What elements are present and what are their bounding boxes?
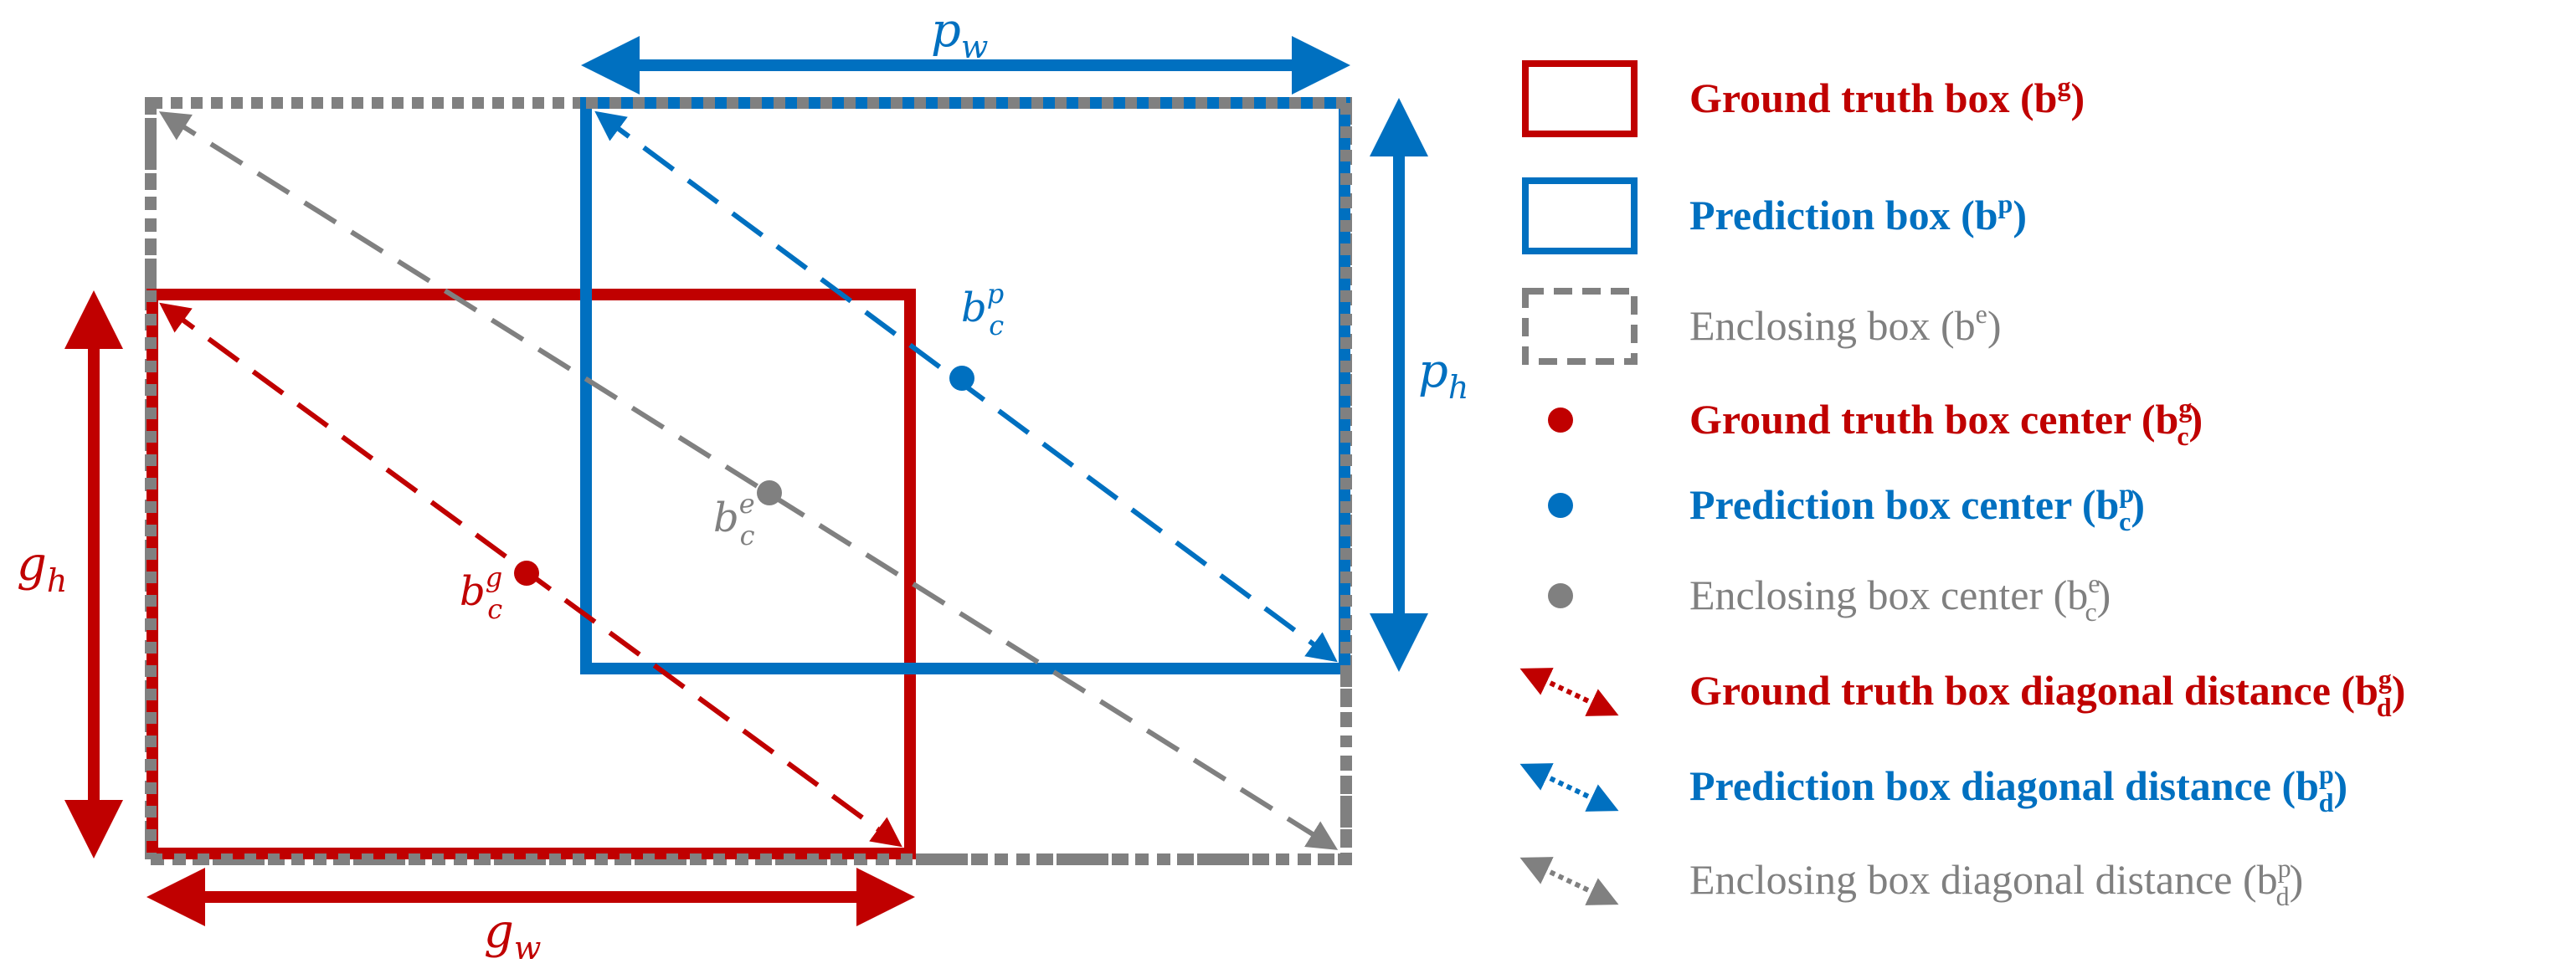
gw-label: gw xyxy=(484,905,541,966)
enclosing-center-icon xyxy=(1548,583,1573,608)
prediction-diagonal-arrow-icon xyxy=(1519,763,1619,812)
prediction-center-icon xyxy=(1548,493,1573,518)
enclosing-box-center xyxy=(757,480,782,505)
enclosing-diagonal-arrow-icon xyxy=(1519,857,1619,905)
legend-item: Prediction box (bp) xyxy=(1522,177,2027,254)
ground-truth-diagonal-arrow-icon xyxy=(1519,668,1619,716)
legend-label: Prediction box (bp) xyxy=(1689,188,2027,238)
gh-label: gh xyxy=(17,537,67,599)
legend-item: Ground truth box (bg) xyxy=(1522,60,2085,137)
enclosing-box-icon xyxy=(1522,288,1638,365)
ground-truth-box-center xyxy=(514,561,539,586)
prediction-box-center xyxy=(949,366,974,391)
legend-label: Enclosing box (be) xyxy=(1689,299,2002,349)
legend-item: Enclosing box (be) xyxy=(1522,288,2002,365)
legend: Ground truth box (bg) Prediction box (bp)… xyxy=(1519,60,2405,911)
legend-label: Ground truth box (bg) xyxy=(1689,71,2085,121)
ground-truth-box-icon xyxy=(1522,60,1638,137)
pw-label: pw xyxy=(931,3,988,65)
prediction-box-icon xyxy=(1522,177,1638,254)
ph-label: ph xyxy=(1418,344,1468,406)
ground-truth-center-icon xyxy=(1548,407,1573,433)
